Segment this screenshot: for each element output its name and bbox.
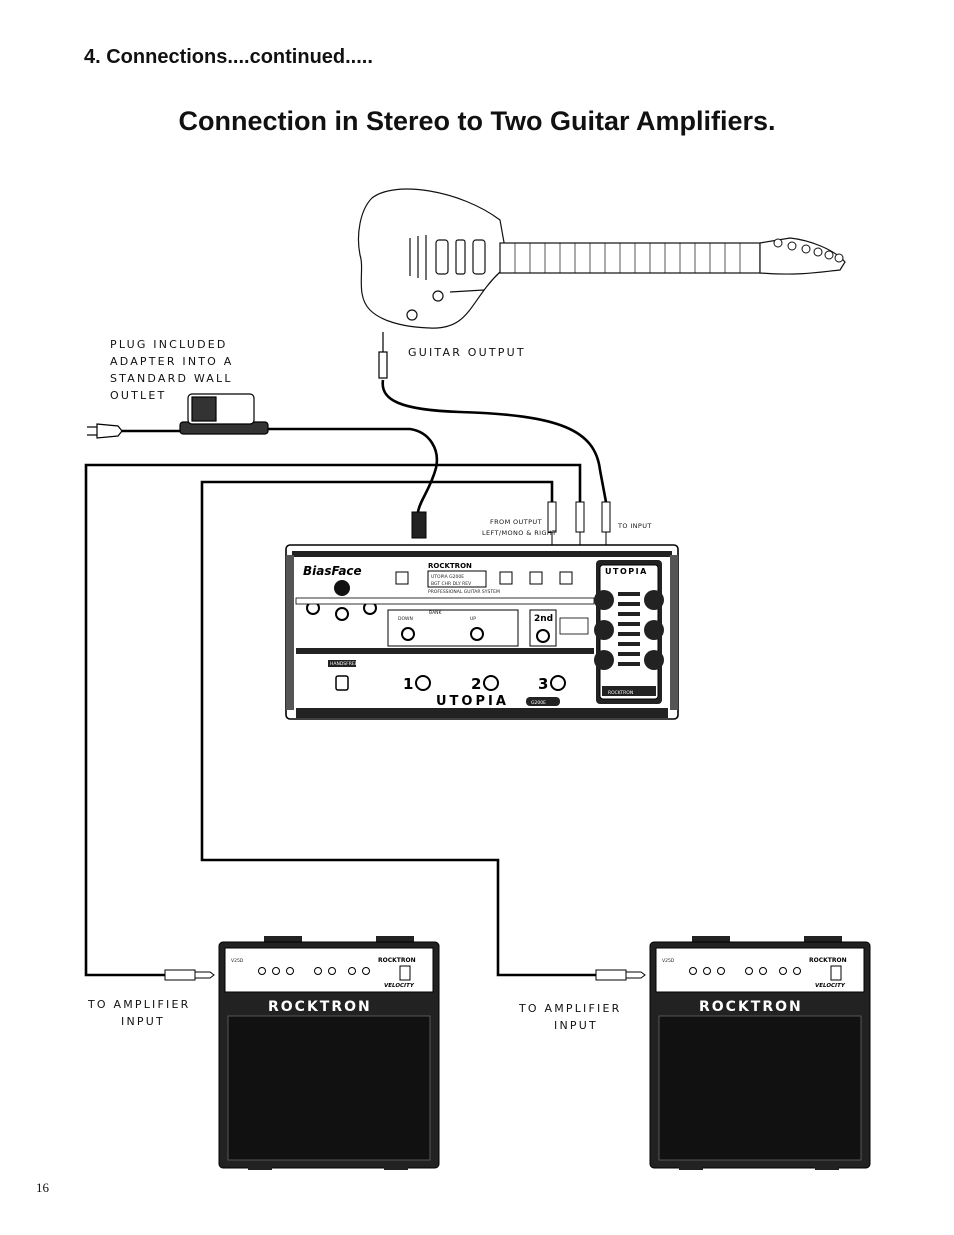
down-label: DOWN [398, 616, 413, 622]
amp-left-model: V25D [231, 958, 244, 964]
footswitch-1[interactable] [415, 675, 431, 691]
cables [84, 379, 608, 977]
expression-pedal-logo: UTOPIA [605, 567, 648, 576]
amplifier-left: ROCKTRON V25D ROCKTRON VELOCITY [218, 936, 440, 1170]
wall-plug [87, 423, 123, 439]
adapter-label-line-4: OUTLET [110, 389, 166, 402]
amp-left-plug [164, 969, 215, 981]
guitar-tuners [773, 238, 844, 263]
pedalboard-model: G200E [531, 700, 546, 706]
power-adapter [179, 393, 269, 435]
adapter-label-line-1: PLUG INCLUDED [110, 338, 228, 351]
switch-2-number: 2 [471, 675, 481, 693]
guitar-output-label: GUITAR OUTPUT [408, 346, 526, 359]
guitar-frets [514, 243, 741, 273]
to-input-label: TO INPUT [617, 522, 652, 530]
handsfree-jack [335, 675, 349, 691]
amp-left-label-line-2: INPUT [121, 1015, 165, 1028]
up-label: UP [470, 616, 476, 622]
amp-right-brand: ROCKTRON [699, 999, 803, 1015]
amp-left-series: VELOCITY [384, 983, 415, 989]
adapter-label-line-3: STANDARD WALL [110, 372, 233, 385]
switch-1-number: 1 [403, 675, 413, 693]
switch-3-number: 3 [538, 675, 548, 693]
section-heading: 4. Connections....continued..... [84, 46, 373, 68]
bank-up-switch[interactable] [470, 627, 484, 641]
lcd-line-1: UTOPIA G200E [431, 574, 464, 580]
pedalboard-maker: ROCKTRON [428, 562, 472, 570]
amp-right-plug [595, 969, 646, 981]
guitar-plug [378, 332, 388, 379]
from-output-label-2: LEFT/MONO & RIGHT [482, 529, 557, 537]
lcd-line-2: BGT CHR DLY REV [431, 581, 472, 587]
page-number: 16 [36, 1180, 49, 1195]
pedalboard-brand-script: BiasFace [303, 564, 362, 578]
guitar-illustration [357, 188, 846, 329]
from-output-label-1: FROM OUTPUT [490, 518, 542, 526]
bank-label: BANK [429, 610, 443, 616]
amp-right-model: V25D [662, 958, 675, 964]
amp-right-panel-brand: ROCKTRON [809, 957, 847, 964]
second-switch[interactable] [536, 629, 550, 643]
amp-left-brand: ROCKTRON [268, 999, 372, 1015]
handsfree-label: HANDSFREE [330, 661, 358, 667]
amp-left-label-line-1: TO AMPLIFIER [87, 998, 190, 1011]
amp-right-series: VELOCITY [815, 983, 846, 989]
bank-down-switch[interactable] [401, 627, 415, 641]
input-jacks [411, 501, 611, 546]
footswitch-3[interactable] [550, 675, 566, 691]
amp-right-label-line-2: INPUT [554, 1019, 598, 1032]
adapter-label-line-2: ADAPTER INTO A [110, 355, 233, 368]
amp-right-label-line-1: TO AMPLIFIER [518, 1002, 621, 1015]
pedalboard: BiasFace ROCKTRON UTOPIA G200E BGT CHR D… [285, 544, 679, 720]
expression-pedal-brand: ROCKTRON [608, 690, 633, 696]
pedalboard-subtitle: PROFESSIONAL GUITAR SYSTEM [428, 589, 500, 595]
amplifier-right: ROCKTRON V25D ROCKTRON VELOCITY [649, 936, 871, 1170]
footswitch-2[interactable] [483, 675, 499, 691]
amp-left-panel-brand: ROCKTRON [378, 957, 416, 964]
second-label: 2nd [534, 614, 553, 624]
page-title: Connection in Stereo to Two Guitar Ampli… [178, 106, 776, 136]
pedalboard-logo: UTOPIA [436, 694, 509, 709]
